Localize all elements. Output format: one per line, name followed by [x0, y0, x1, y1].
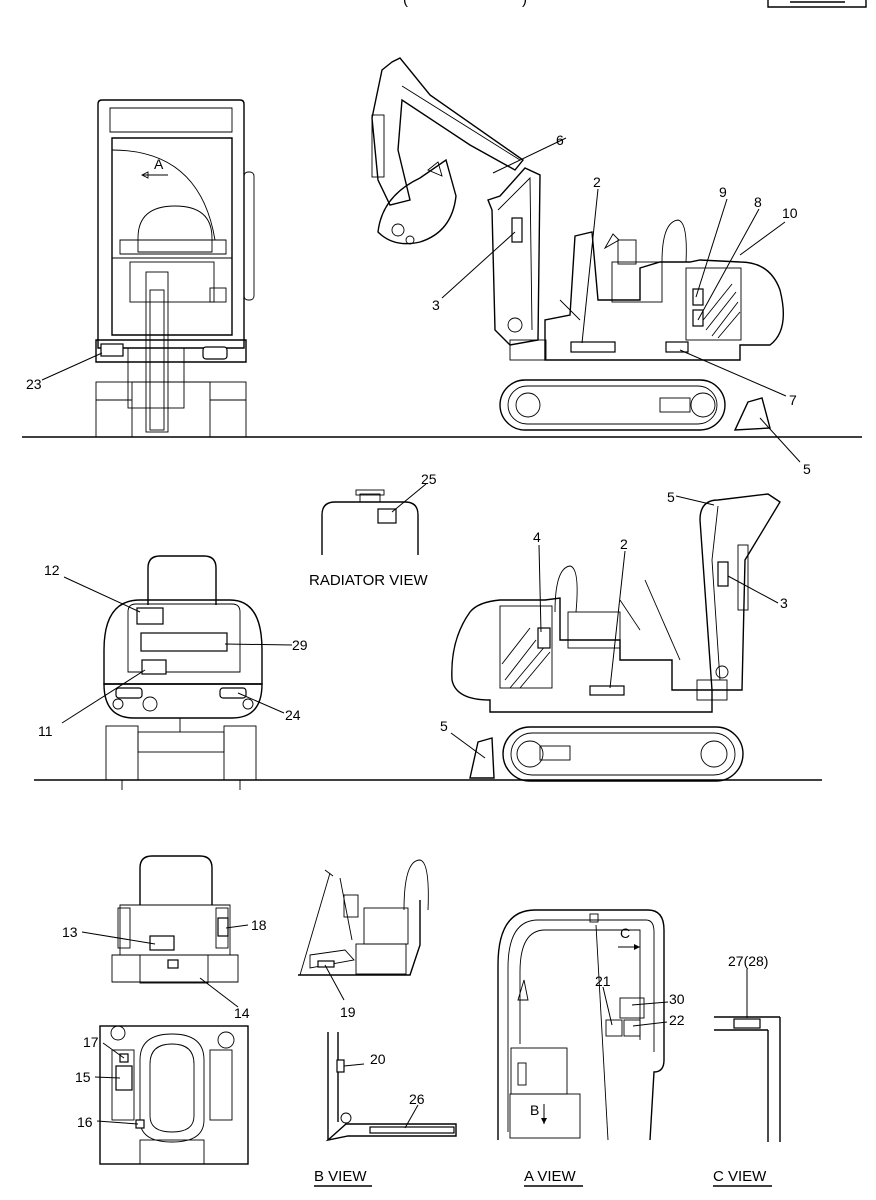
callout-4: 4: [533, 529, 541, 545]
callout-27-28: 27(28): [728, 953, 768, 969]
c-view-detail: [714, 1016, 781, 1142]
callout-16: 16: [77, 1114, 93, 1130]
b-view-label: B VIEW: [314, 1168, 367, 1185]
decal-21-marker: [605, 1019, 623, 1037]
callout-17: 17: [83, 1034, 99, 1050]
b-view-controls: [298, 859, 429, 976]
callout-23: 23: [26, 376, 42, 392]
arrow-b-label: B: [530, 1102, 539, 1118]
callout-5-blade: 5: [440, 718, 448, 734]
callout-8: 8: [754, 194, 762, 210]
callout-20: 20: [370, 1051, 386, 1067]
decal-8-marker: [692, 309, 704, 327]
decal-4-marker: [537, 627, 551, 649]
decal-9-marker: [692, 288, 704, 306]
decal-13-marker: [149, 935, 175, 951]
callout-13: 13: [62, 924, 78, 940]
a-view-label: A VIEW: [524, 1168, 577, 1185]
decal-25-marker: [377, 508, 397, 524]
side-view-right-machine: [371, 57, 784, 431]
callout-2-top: 2: [593, 174, 601, 190]
callout-6: 6: [556, 132, 564, 148]
decal-11-marker: [141, 659, 167, 675]
callout-12: 12: [44, 562, 60, 578]
callout-26: 26: [409, 1091, 425, 1107]
callout-3-left: 3: [780, 595, 788, 611]
decal-3-left-marker: [717, 561, 729, 587]
callout-22: 22: [669, 1012, 685, 1028]
callout-5-boom: 5: [667, 489, 675, 505]
header-paren-close: ): [522, 0, 527, 8]
callout-10: 10: [782, 205, 798, 221]
a-view-cab-side: C B: [497, 909, 665, 1141]
radiator-view: [321, 489, 419, 555]
page-number-box: [767, 0, 867, 8]
decal-30-marker: [619, 997, 645, 1019]
side-view-left-machine: [451, 493, 781, 782]
callout-3-top: 3: [432, 297, 440, 313]
callout-11: 11: [38, 723, 53, 739]
decal-26-marker: [369, 1126, 455, 1134]
callout-2-left: 2: [620, 536, 628, 552]
decal-2-marker: [570, 341, 616, 353]
decal-2-left-marker: [589, 685, 625, 696]
callout-7: 7: [789, 392, 797, 408]
callout-24: 24: [285, 707, 301, 723]
decal-7-marker: [665, 341, 689, 353]
callout-21: 21: [595, 973, 611, 989]
c-view-label: C VIEW: [713, 1168, 767, 1185]
decal-20-marker: [336, 1059, 345, 1073]
callout-29: 29: [292, 637, 308, 653]
decal-27-28-marker: [733, 1018, 761, 1029]
seat-detail-front: [111, 855, 239, 984]
b-view-detail: [325, 1032, 457, 1142]
arrow-a-label: A: [154, 156, 164, 172]
decal-12-marker: [136, 607, 164, 625]
header-paren-open: (: [403, 0, 408, 8]
callout-14: 14: [234, 1005, 250, 1021]
radiator-view-label: RADIATOR VIEW: [309, 572, 428, 589]
arrow-c-label: C: [620, 925, 630, 941]
decal-24-marker: [219, 687, 247, 699]
callout-25: 25: [421, 471, 437, 487]
front-view-machine: A: [22, 99, 862, 438]
seat-detail-top: [99, 1025, 249, 1165]
callout-18: 18: [251, 917, 267, 933]
callout-19: 19: [340, 1004, 356, 1020]
decal-29-marker: [140, 632, 228, 652]
decal-23-marker: [100, 343, 124, 357]
callout-5-top: 5: [803, 461, 811, 477]
decal-22-marker: [623, 1019, 641, 1037]
callout-15: 15: [75, 1069, 91, 1085]
decal-18-marker: [217, 917, 229, 937]
callout-9: 9: [719, 184, 727, 200]
decal-3-boom-marker: [511, 217, 523, 243]
rear-view-machine: [34, 555, 822, 790]
callout-30: 30: [669, 991, 685, 1007]
